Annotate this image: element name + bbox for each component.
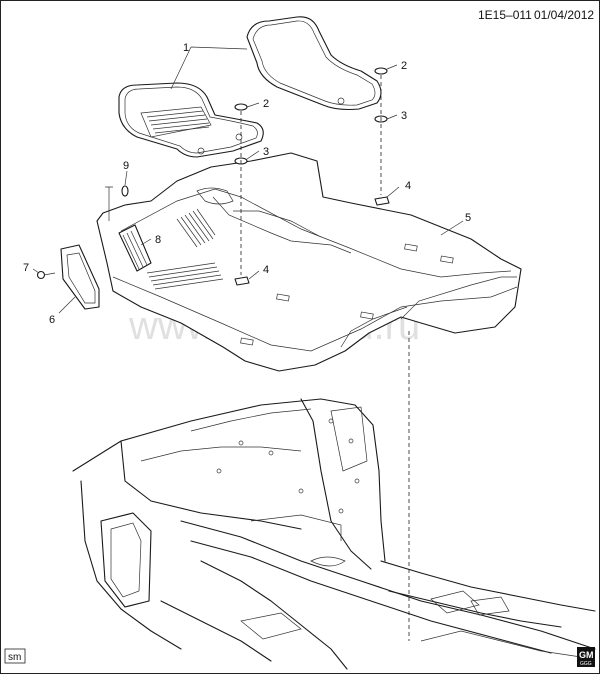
fastener-2-rear [374, 67, 388, 75]
callout-7: 7 [23, 262, 29, 274]
callout-leaders [32, 46, 464, 314]
callout-3-rear: 3 [401, 110, 407, 122]
logo-subtext: GGG [580, 661, 592, 667]
diagram-code: 1E15–011 [478, 8, 532, 22]
fastener-2-front [234, 103, 248, 111]
front-floor-mat [118, 82, 264, 158]
fastener-4-rear [374, 196, 390, 206]
fastener-4-front [234, 276, 250, 286]
floor-insulator [118, 224, 152, 272]
callout-3-front: 3 [263, 146, 269, 158]
kick-panel [60, 244, 100, 310]
diagram-date: 01/04/2012 [534, 8, 594, 22]
callout-9: 9 [123, 160, 129, 172]
rear-floor-mat [246, 16, 382, 111]
callout-4-rear: 4 [405, 180, 411, 192]
callout-2-front: 2 [263, 98, 269, 110]
corner-tag: sm [4, 648, 26, 664]
callout-8: 8 [155, 234, 161, 246]
logo-text: GM [579, 650, 594, 660]
callout-2-rear: 2 [401, 60, 407, 72]
bolt [36, 270, 56, 280]
callout-4-front: 4 [263, 264, 269, 276]
callout-1: 1 [183, 42, 189, 54]
callout-6: 6 [49, 314, 55, 326]
corner-tag-text: sm [8, 652, 21, 663]
retainer [105, 185, 129, 221]
callout-5: 5 [465, 212, 471, 224]
floor-carpet [96, 152, 522, 372]
body-floor-pan [72, 398, 596, 670]
gm-logo: GM GGG [577, 647, 595, 667]
alignment-lines [240, 75, 410, 641]
